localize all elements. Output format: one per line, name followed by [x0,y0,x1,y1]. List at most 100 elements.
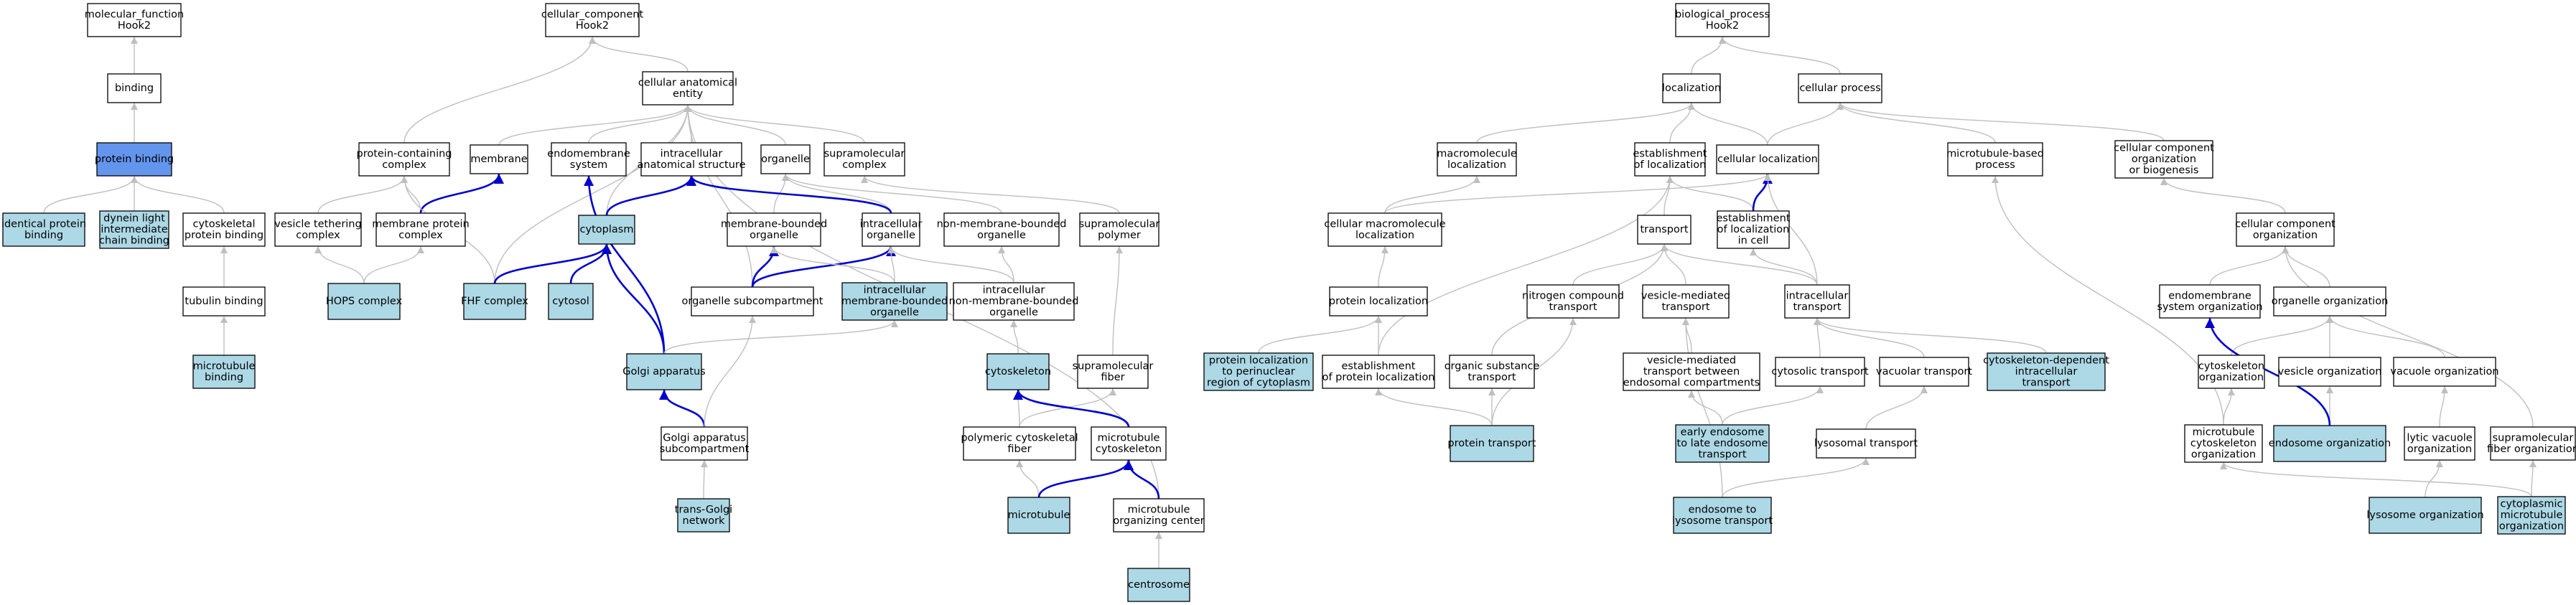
edge-golgi_apparatus_subcompartment-to-organelle_subcompartment [704,315,756,428]
node-organelle: organelle [760,144,811,174]
node-label-line: Golgi apparatus [622,366,705,377]
node-label-line: binding [115,83,154,94]
node-label-line: organization [2132,154,2196,165]
edge-cellular_anatomical_entity-to-cc_root [589,36,689,72]
node-box [1437,142,1517,177]
node-label-line: lysosome transport [1672,515,1773,527]
edge-organelle-to-cellular_anatomical_entity [684,104,786,146]
node-box [1879,357,1969,387]
node-label-line: fiber [1007,444,1031,455]
node-label-line: entity [673,88,704,100]
edge-vacuolar_transport-to-intracellular_transport [1814,317,1925,358]
edge-intracellular_organelle-to-intracellular_anatomical_structure [686,175,892,214]
node-label-line: transport between [1643,366,1740,377]
node-box [1322,355,1435,389]
edge-macromolecule_localization-to-localization [1476,102,1695,144]
node-label-line: organelle [761,154,810,165]
node-label-line: to late endosome [1677,438,1768,449]
node-label-line: protein binding [95,154,174,165]
node-label-line: protein transport [1447,438,1536,449]
node-label-line: supramolecular [1073,360,1154,372]
node-box [1816,428,1916,459]
node-label-line: intracellular [1786,290,1849,301]
node-box [1675,424,1770,463]
node-label-line: anatomical structure [638,159,746,171]
node-binding: binding [107,73,162,103]
node-box [1784,284,1850,319]
node-label-line: fiber organization [2487,444,2576,455]
node-label-line: microtubule [1008,510,1070,521]
node-box [1449,355,1535,389]
node-label-line: binding [24,230,63,241]
node-box [1329,286,1428,316]
node-box [1327,212,1442,247]
node-box [760,144,811,174]
node-vacuolar-transport: vacuolar transport [1876,357,1972,387]
node-label-line: transport [1793,301,1842,313]
node-box [1662,73,1721,103]
node-box [1007,497,1070,534]
node-box [1716,144,1819,174]
node-label-line: vesicle tethering [274,218,361,230]
node-label-line: intracellular [661,148,723,159]
node-label-line: microtubule [2501,510,2563,521]
node-label-line: transport [1549,301,1597,313]
node-label-line: polymeric cytoskeletal [961,432,1078,444]
node-label-line: system [570,159,607,171]
node-label-line: lysosomal transport [1814,438,1918,449]
node-label-line: lytic vacuole [2407,432,2472,444]
node-label-line: protein binding [185,230,263,241]
node-label-line: of localization [1717,224,1790,235]
node-box [578,215,635,245]
node-cytoplasm: cytoplasm [578,215,635,245]
node-label-line: organelle [867,230,915,241]
edge-nitrogen_compound_transport-to-transport [1572,243,1668,286]
edge-intracellular_transport-to-transport [1661,243,1818,286]
node-label-line: cytoplasm [580,224,634,235]
node-label-line: organelle [977,230,1026,241]
node-label-line: microtubule [193,360,256,372]
node-label-line: cytoplasmic [2501,499,2563,510]
node-label-line: complex [398,230,443,241]
node-box [841,282,948,321]
node-label-line: process [1975,159,2015,171]
node-box [1717,210,1790,249]
node-label-line: localization [1447,159,1506,171]
node-label-line: organizing center [1113,515,1204,527]
edge-protein_containing_complex-to-cc_root [403,36,596,144]
node-box [2159,284,2261,319]
node-label-line: identical protein [1,218,86,230]
node-label-line: membrane-bounded [721,218,827,230]
edge-intracellular_non_membrane_bounded_organelle-to-intracellular_organelle [887,245,1014,283]
node-label-line: region of cytoplasm [1207,377,1310,389]
node-label-line: of protein localization [1322,372,1435,383]
edge-microtubule-to-microtubule_cytoskeleton [1037,459,1134,498]
edge-cytosol-to-cytoplasm [569,243,612,284]
node-label-line: cellular component [2114,143,2214,154]
node-label-line: vacuolar transport [1876,366,1972,377]
node-hops-complex: HOPS complex [326,283,403,320]
node-box [1775,357,1865,387]
node-cytosolic-transport: cytosolic transport [1771,357,1869,387]
node-label-line: endosome organization [2269,438,2391,449]
edge-cellular_component_organization-to-cellular_component_organization_or_biogenesis [2160,177,2286,214]
node-label-line: establishment [1717,213,1791,225]
